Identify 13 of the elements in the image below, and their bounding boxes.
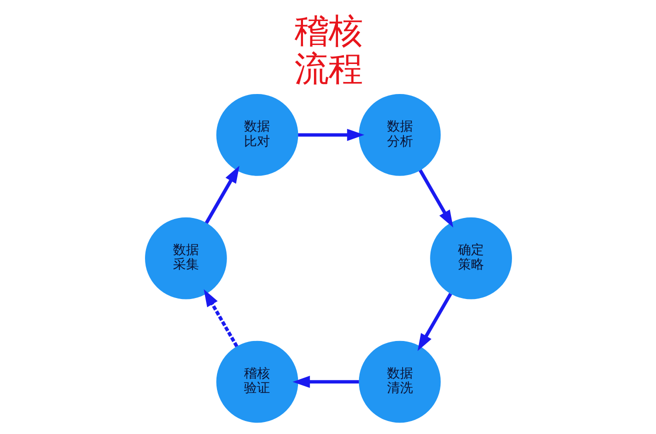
arrow (417, 292, 452, 351)
arrow (204, 166, 239, 224)
node-circle: 确定策略 (430, 217, 512, 300)
arrow (298, 128, 364, 141)
node-circle: 数据采集 (144, 217, 226, 300)
diagram-title: 稽核流程 (294, 12, 362, 90)
arrow (292, 376, 358, 388)
node-circle: 数据分析 (358, 94, 440, 176)
arrow (203, 289, 238, 348)
arrow (418, 169, 453, 228)
node-circle: 数据清洗 (358, 340, 440, 423)
node-circle: 稽核验证 (216, 340, 298, 423)
node-circle: 数据比对 (216, 94, 298, 176)
